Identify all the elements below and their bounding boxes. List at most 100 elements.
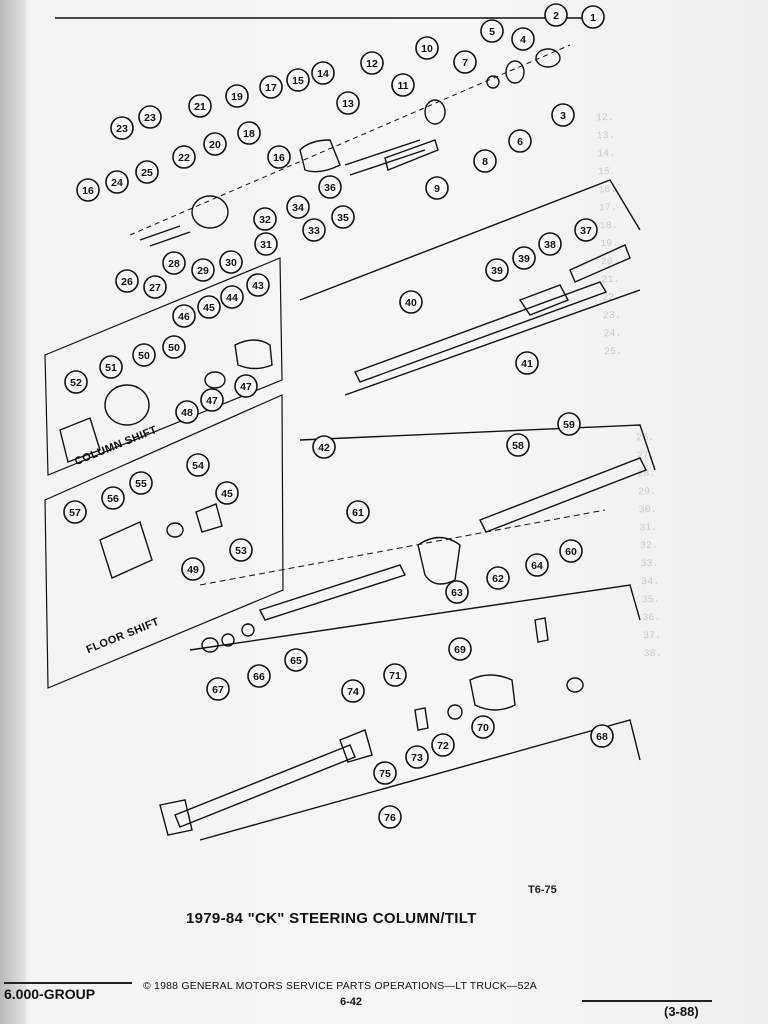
callout-56: 56 — [101, 486, 125, 510]
callout-64: 64 — [525, 553, 549, 577]
callout-number: 61 — [352, 507, 364, 519]
callout-number: 36 — [324, 182, 336, 194]
callout-number: 63 — [451, 587, 463, 599]
callout-28: 28 — [162, 251, 186, 275]
callout-number: 76 — [384, 812, 396, 824]
callout-number: 24 — [111, 177, 123, 189]
callout-number: 48 — [181, 407, 193, 419]
callout-65: 65 — [284, 648, 308, 672]
callout-23: 23 — [110, 116, 134, 140]
callout-15: 15 — [286, 68, 310, 92]
callout-33: 33 — [302, 218, 326, 242]
callout-number: 16 — [273, 152, 285, 164]
callout-12: 12 — [360, 51, 384, 75]
callout-59: 59 — [557, 412, 581, 436]
callout-18: 18 — [237, 121, 261, 145]
callout-61: 61 — [346, 500, 370, 524]
part-53-housing — [104, 384, 150, 426]
callout-43: 43 — [246, 273, 270, 297]
callout-35: 35 — [331, 205, 355, 229]
part-wire-harness — [344, 139, 426, 176]
part-69-bolt — [534, 617, 549, 643]
callout-number: 8 — [482, 156, 488, 168]
part-71-housing — [469, 674, 516, 711]
callout-number: 50 — [138, 350, 150, 362]
callout-number: 74 — [347, 686, 359, 698]
callout-48: 48 — [175, 400, 199, 424]
callout-44: 44 — [220, 285, 244, 309]
callout-16: 16 — [267, 145, 291, 169]
callout-number: 45 — [203, 302, 215, 314]
floor-shift-box — [44, 394, 284, 689]
callout-25: 25 — [135, 160, 159, 184]
footer-page-number: 6-42 — [340, 996, 363, 1008]
callout-36: 36 — [318, 175, 342, 199]
callout-number: 73 — [411, 752, 423, 764]
callout-number: 49 — [187, 564, 199, 576]
callout-number: 23 — [144, 112, 156, 124]
callout-32: 32 — [253, 207, 277, 231]
callout-number: 11 — [397, 80, 408, 92]
part-72-seal — [447, 704, 463, 720]
callout-17: 17 — [259, 75, 283, 99]
part-55-bowl — [195, 503, 223, 533]
callout-4: 4 — [511, 27, 535, 51]
callout-number: 20 — [209, 139, 221, 151]
lower-axis-line — [199, 509, 606, 586]
callout-19: 19 — [225, 84, 249, 108]
callout-number: 66 — [253, 671, 265, 683]
callout-number: 69 — [454, 644, 466, 656]
callout-number: 44 — [226, 292, 238, 304]
callout-51: 51 — [99, 355, 123, 379]
callout-37: 37 — [574, 218, 598, 242]
callout-number: 39 — [518, 253, 530, 265]
upper-axis-line — [129, 44, 571, 236]
callout-3: 3 — [551, 103, 575, 127]
callout-16: 16 — [76, 178, 100, 202]
callout-number: 16 — [82, 185, 94, 197]
callout-20: 20 — [203, 132, 227, 156]
footer-rule-right — [582, 1000, 712, 1002]
callout-45: 45 — [197, 295, 221, 319]
callout-number: 9 — [434, 183, 440, 195]
callout-71: 71 — [383, 663, 407, 687]
callout-number: 7 — [462, 57, 468, 69]
callout-47: 47 — [234, 374, 258, 398]
footer-rule-left — [4, 982, 132, 984]
bracket-42-bottom — [344, 289, 641, 396]
callout-24: 24 — [105, 170, 129, 194]
callout-layer: 1234567891011121314151616171819202122232… — [63, 3, 614, 829]
callout-number: 23 — [116, 123, 128, 135]
callout-number: 34 — [292, 202, 304, 214]
callout-number: 39 — [491, 265, 503, 277]
callout-number: 64 — [531, 560, 543, 572]
callout-21: 21 — [188, 94, 212, 118]
callout-number: 54 — [192, 460, 204, 472]
part-44-bowl — [234, 339, 273, 370]
callout-38: 38 — [538, 232, 562, 256]
callout-34: 34 — [286, 195, 310, 219]
callout-number: 2 — [553, 10, 559, 22]
callout-60: 60 — [559, 539, 583, 563]
part-65-shaft — [259, 564, 406, 621]
callout-2: 2 — [544, 3, 568, 27]
part-upper-shaft — [354, 281, 608, 383]
callout-52: 52 — [64, 370, 88, 394]
callout-39: 39 — [512, 246, 536, 270]
part-54-cover — [59, 417, 101, 463]
bracket-62-top — [299, 424, 656, 471]
part-jacket — [479, 457, 647, 533]
part-housing-cover — [299, 139, 341, 173]
callout-45: 45 — [215, 481, 239, 505]
part-spring — [486, 75, 500, 89]
callout-46: 46 — [172, 304, 196, 328]
callout-number: 10 — [421, 43, 433, 55]
part-switch-assembly — [424, 99, 446, 125]
callout-number: 13 — [342, 98, 354, 110]
callout-number: 52 — [70, 377, 82, 389]
part-78-flange — [159, 799, 193, 836]
callout-number: 57 — [69, 507, 81, 519]
callout-number: 62 — [492, 573, 504, 585]
callout-number: 59 — [563, 419, 575, 431]
